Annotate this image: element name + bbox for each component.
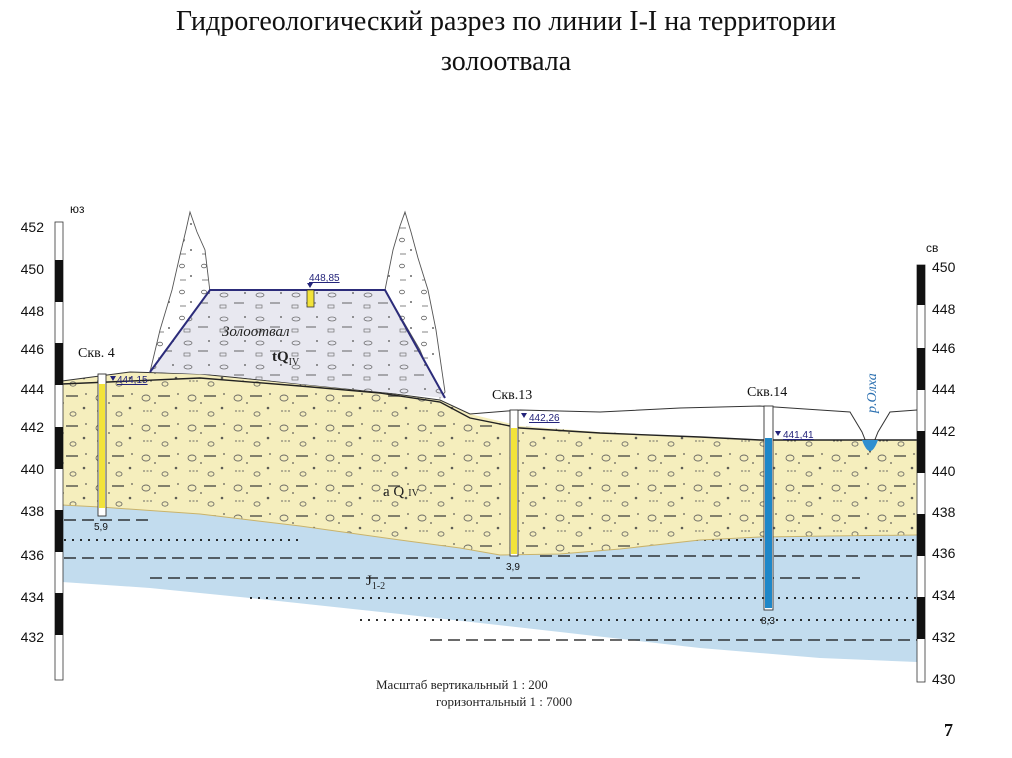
slide-title: Гидрогеологический разрез по линии I-I н… bbox=[0, 2, 1012, 82]
right-scale-label: 434 bbox=[932, 587, 956, 603]
river-channel bbox=[862, 440, 878, 451]
left-scale-label: 444 bbox=[21, 381, 45, 397]
ash-dump-outline bbox=[149, 289, 446, 399]
well-skv4: Скв. 4 444,15 5,9 bbox=[78, 346, 148, 533]
left-scale-label: 436 bbox=[21, 547, 45, 563]
well-depth: 5,9 bbox=[94, 522, 108, 533]
well-depth: 3,9 bbox=[506, 562, 520, 573]
left-scale-label: 442 bbox=[21, 419, 45, 435]
left-scale-bar bbox=[54, 221, 64, 681]
left-scale-label: 432 bbox=[21, 629, 45, 645]
right-scale-label: 448 bbox=[932, 301, 956, 317]
right-scale-labels: 450 448 446 444 442 440 438 436 434 432 … bbox=[932, 259, 956, 687]
dump-water-level: 448,85 bbox=[309, 273, 340, 284]
left-scale-label: 440 bbox=[21, 461, 45, 477]
right-scale-label: 432 bbox=[932, 629, 956, 645]
ash-dump-index: tQIV bbox=[272, 349, 300, 368]
right-scale-label: 446 bbox=[932, 340, 956, 356]
right-scale-label: 444 bbox=[932, 381, 956, 397]
well-skv14: Скв.14 441,41 8,3 bbox=[747, 385, 814, 627]
jurassic-hatching bbox=[64, 519, 917, 641]
title-line-2: золоотвала bbox=[440, 46, 572, 77]
left-scale-labels: 452 450 448 446 444 442 440 438 436 434 … bbox=[21, 219, 45, 645]
direction-right: св bbox=[926, 241, 938, 255]
left-scale-label: 446 bbox=[21, 341, 45, 357]
alluvium-pattern bbox=[62, 372, 917, 555]
left-scale-label: 438 bbox=[21, 503, 45, 519]
well-depth: 8,3 bbox=[761, 616, 775, 627]
scale-note-horizontal: горизонтальный 1 : 7000 bbox=[436, 694, 572, 709]
right-scale-label: 436 bbox=[932, 545, 956, 561]
alluvium-base bbox=[61, 504, 918, 556]
well-name: Скв.13 bbox=[492, 388, 532, 403]
dump-observation-point: 448,85 bbox=[306, 273, 340, 308]
water-level-marker-icon bbox=[307, 283, 313, 288]
right-scale-label: 442 bbox=[932, 423, 956, 439]
left-scale-label: 450 bbox=[21, 261, 45, 277]
river-label: р.Олха bbox=[865, 373, 880, 414]
page-number: 7 bbox=[944, 720, 953, 740]
right-scale-label: 438 bbox=[932, 504, 956, 520]
direction-left: юз bbox=[70, 202, 85, 216]
well-name: Скв. 4 bbox=[78, 346, 115, 361]
right-scale-label: 450 bbox=[932, 259, 956, 275]
ash-dump-label: Золоотвал bbox=[222, 324, 290, 340]
water-level-marker-icon bbox=[521, 413, 527, 418]
well-skv13: Скв.13 442,26 3,9 bbox=[492, 388, 560, 573]
water-level-marker-icon bbox=[775, 431, 781, 436]
well-water-level: 441,41 bbox=[783, 430, 814, 441]
scale-note-vertical: Масштаб вертикальный 1 : 200 bbox=[376, 677, 548, 692]
ash-dump-pattern bbox=[150, 290, 445, 398]
title-line-1: Гидрогеологический разрез по линии I-I н… bbox=[175, 6, 837, 37]
left-scale-label: 448 bbox=[21, 303, 45, 319]
right-scale-label: 440 bbox=[932, 463, 956, 479]
well-water-level: 444,15 bbox=[117, 375, 148, 386]
well-name: Скв.14 bbox=[747, 385, 787, 400]
left-scale-label: 434 bbox=[21, 589, 45, 605]
water-level-marker-icon bbox=[110, 376, 116, 381]
well-water-level: 442,26 bbox=[529, 413, 560, 424]
right-scale-label: 430 bbox=[932, 671, 956, 687]
jurassic-index: J1-2 bbox=[366, 573, 385, 592]
right-scale-bar bbox=[916, 264, 926, 683]
left-scale-label: 452 bbox=[21, 219, 45, 235]
jurassic-layer bbox=[62, 505, 917, 662]
